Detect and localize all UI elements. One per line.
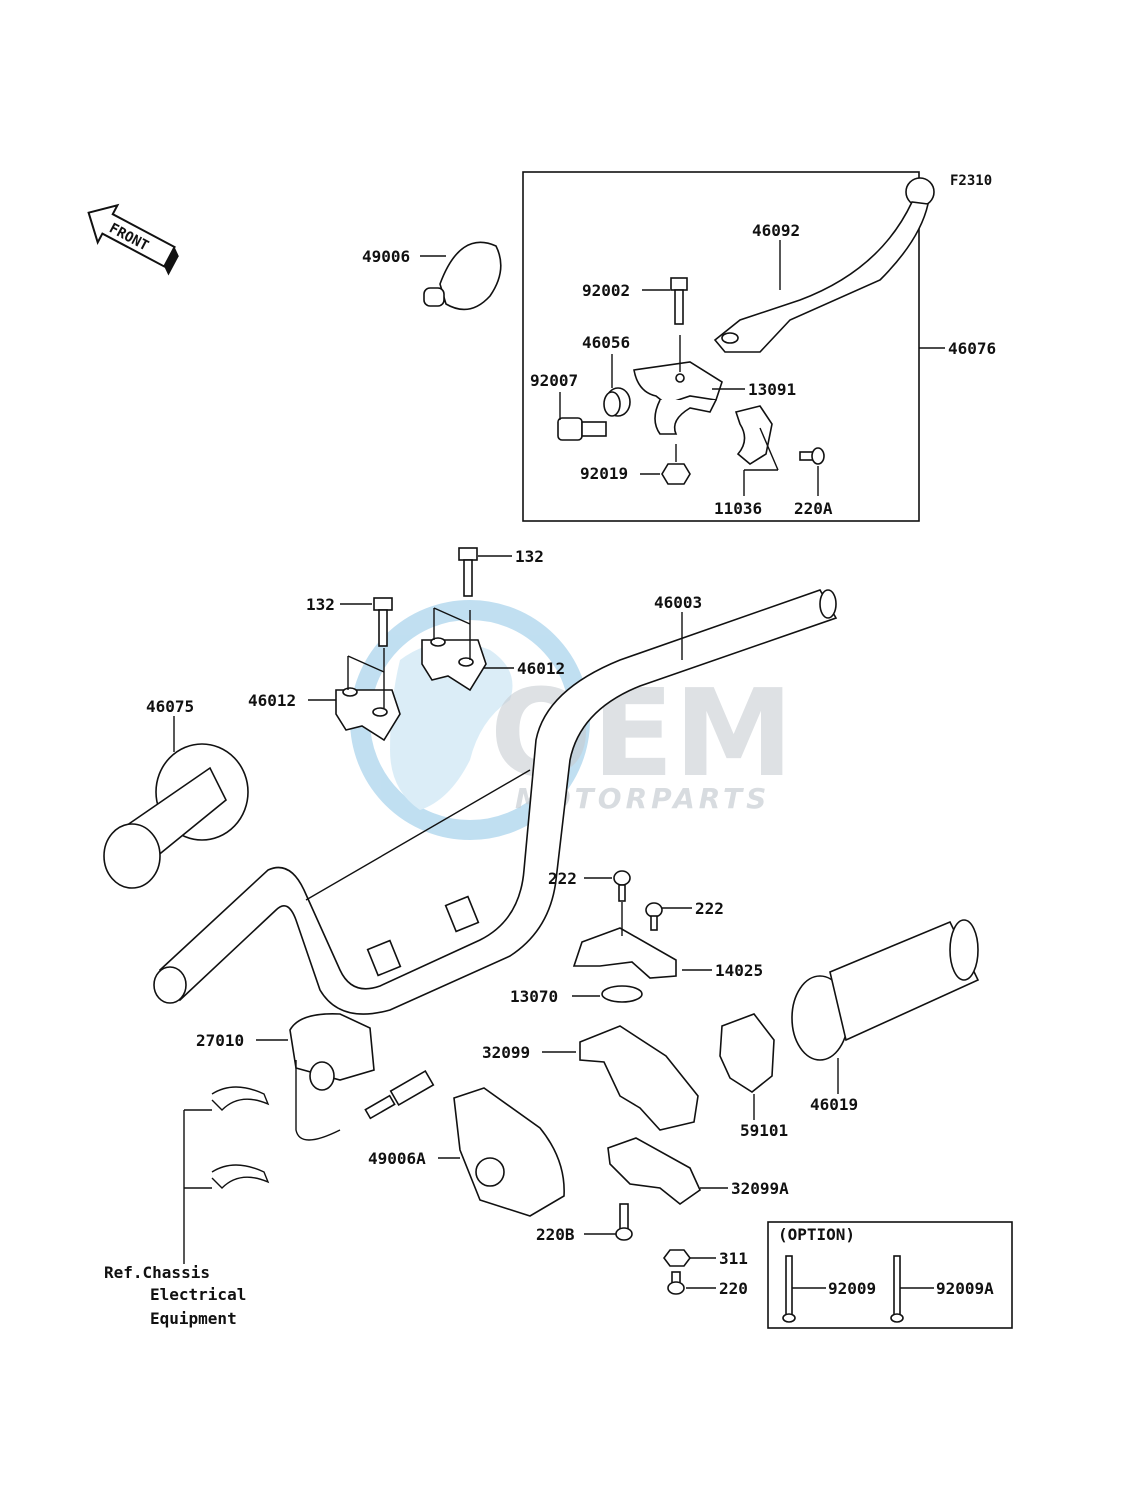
housing-32099A [607, 1137, 702, 1205]
lever-46092 [713, 177, 935, 353]
label-13070: 13070 [510, 987, 558, 1006]
label-49006A: 49006A [368, 1149, 426, 1168]
label-46019: 46019 [810, 1095, 858, 1114]
lever-assembly-box [522, 171, 920, 522]
front-arrow-icon: FRONT [87, 203, 179, 276]
bolt-92002 [670, 277, 688, 325]
switch-27010 [289, 1013, 435, 1141]
screw-222-a [613, 870, 631, 902]
label-46012-lower: 46012 [248, 691, 296, 710]
screw-92007 [557, 417, 607, 441]
cover-49006 [423, 241, 502, 311]
label-92002: 92002 [582, 281, 630, 300]
watermark-continents [390, 642, 513, 810]
figure-code: F2310 [950, 173, 992, 189]
bolt-92009 [782, 1255, 796, 1323]
label-92009: 92009 [828, 1279, 876, 1298]
screw-220A [799, 447, 825, 465]
screw-222-b [645, 902, 663, 931]
label-92009A: 92009A [936, 1279, 994, 1298]
option-box [767, 1221, 1013, 1329]
holder-13091 [633, 361, 723, 435]
clamp-11036 [734, 405, 773, 465]
label-46076: 46076 [948, 339, 996, 358]
label-311: 311 [719, 1249, 748, 1268]
label-46003: 46003 [654, 593, 702, 612]
label-32099A: 32099A [731, 1179, 789, 1198]
label-46075: 46075 [146, 697, 194, 716]
label-27010: 27010 [196, 1031, 244, 1050]
clip-13070 [601, 985, 643, 1003]
ref-line1: Ref.Chassis [104, 1263, 210, 1282]
handlebar-46003 [153, 589, 838, 1015]
label-49006: 49006 [362, 247, 410, 266]
label-222-a: 222 [548, 869, 577, 888]
adjuster-46056 [603, 387, 631, 417]
label-92007: 92007 [530, 371, 578, 390]
bolt-132-lower [373, 597, 393, 647]
ref-line3: Equipment [150, 1309, 237, 1328]
bolt-132-upper [458, 547, 478, 597]
label-222-b: 222 [695, 899, 724, 918]
label-132-upper: 132 [515, 547, 544, 566]
label-220: 220 [719, 1279, 748, 1298]
ref-line2: Electrical [150, 1285, 246, 1304]
grip-46075 [103, 743, 249, 889]
housing-32099 [579, 1025, 699, 1131]
cover-49006A [453, 1087, 565, 1217]
label-14025: 14025 [715, 961, 763, 980]
label-13091: 13091 [748, 380, 796, 399]
label-92019: 92019 [580, 464, 628, 483]
label-46056: 46056 [582, 333, 630, 352]
label-220A: 220A [794, 499, 833, 518]
label-46012-upper: 46012 [517, 659, 565, 678]
screw-220B [615, 1203, 633, 1241]
bolt-92009A [890, 1255, 904, 1323]
label-220B: 220B [536, 1225, 575, 1244]
label-59101: 59101 [740, 1121, 788, 1140]
label-46092: 46092 [752, 221, 800, 240]
nut-311 [663, 1249, 691, 1267]
label-11036: 11036 [714, 499, 762, 518]
wire-bands [211, 1086, 270, 1189]
cam-59101 [719, 1013, 775, 1093]
bracket-14025 [572, 927, 677, 979]
grip-46019 [791, 919, 980, 1061]
nut-92019 [661, 463, 691, 485]
screw-220 [667, 1271, 685, 1295]
label-132-lower: 132 [306, 595, 335, 614]
option-title: (OPTION) [778, 1225, 855, 1244]
label-32099: 32099 [482, 1043, 530, 1062]
